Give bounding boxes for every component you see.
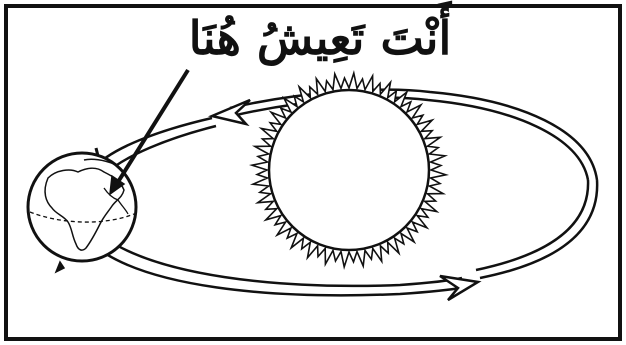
- sun-disc: [269, 90, 429, 250]
- earth-axis-top: [96, 148, 98, 156]
